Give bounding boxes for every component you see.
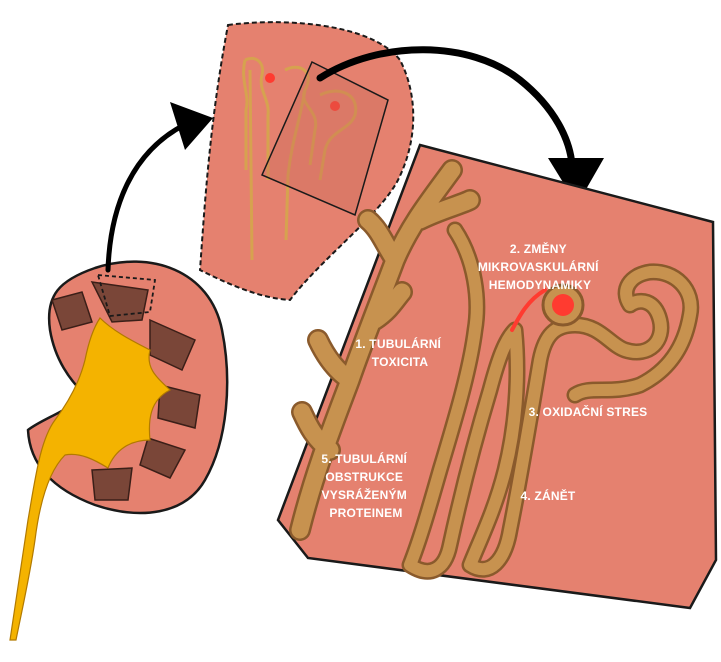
label-line: VYSRÁŽENÝM [322,487,407,502]
arrow-kidney-to-section [108,122,190,270]
arrow-head-1 [170,102,213,150]
label-line: PROTEINEM [329,506,402,520]
label-line: OBSTRUKCE [325,470,403,484]
label-inflammation: 4. ZÁNĚT [521,488,576,503]
mini-glomerulus [265,73,275,83]
label-line: 3. OXIDAČNÍ STRES [529,404,648,419]
label-line: HEMODYNAMIKY [489,278,591,292]
label-line: TOXICITA [372,355,429,369]
glomerulus [552,294,574,316]
label-line: 4. ZÁNĚT [521,488,576,503]
kidney-pyramid [92,468,132,500]
label-line: 1. TUBULÁRNÍ [355,336,441,351]
label-line: MIKROVASKULÁRNÍ [478,259,599,274]
label-line: 5. TUBULÁRNÍ [321,451,407,466]
label-line: 2. ZMĚNY [510,241,567,256]
label-oxidative-stress: 3. OXIDAČNÍ STRES [529,404,648,419]
kidney [10,262,227,640]
